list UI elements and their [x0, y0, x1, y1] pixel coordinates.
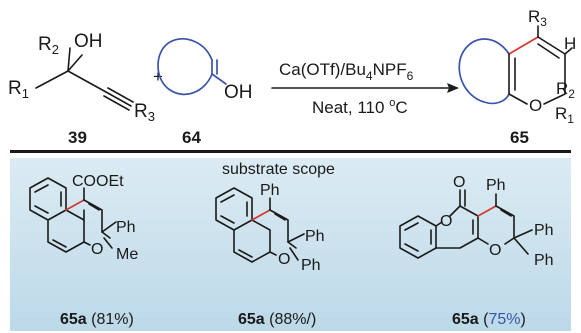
product-65-r2-label: R2	[556, 79, 575, 101]
reactant-64-oh-label: OH	[224, 82, 253, 103]
scope-compound-3: O O O Ph Ph Ph 65a (75%)	[399, 174, 554, 328]
scheme-separator	[10, 150, 571, 153]
scope-compound-2: Ph Ph Ph O 65a (88%/)	[215, 182, 325, 328]
scope-1-o-label: O	[91, 241, 103, 258]
scope-3-ph-1-label: Ph	[534, 222, 554, 239]
scope-3-ph-2-label: Ph	[534, 252, 554, 269]
reactant-39-r1-label: R1	[8, 78, 29, 101]
reactant-39: R2 OH R1 R3 39	[8, 31, 155, 147]
scope-1-me-label: Me	[116, 246, 138, 263]
product-65-o-label: O	[529, 96, 542, 115]
reactant-39-r2-label: R2	[38, 34, 59, 57]
reactant-64-number: 64	[182, 128, 201, 147]
plus-sign: +	[153, 67, 163, 86]
scope-1-cooet-label: COOEt	[72, 173, 124, 190]
product-65-h-label: H	[564, 34, 576, 53]
scope-2-o-label: O	[278, 251, 290, 268]
scope-2-ph-top-label: Ph	[260, 182, 280, 199]
scope-2-ph-2-label: Ph	[301, 257, 321, 274]
scope-2-caption: 65a (88%/)	[238, 311, 316, 328]
product-65-number: 65	[510, 128, 529, 147]
scope-3-ring-o-label: O	[489, 242, 501, 259]
scope-3-carbonyl-o-label: O	[453, 174, 465, 191]
reactant-39-number: 39	[68, 128, 87, 147]
scope-3-lactone-o-label: O	[440, 213, 452, 230]
scope-1-caption: 65a (81%)	[60, 311, 134, 328]
reactant-64: OH 64	[157, 38, 253, 147]
reactant-39-oh-label: OH	[74, 31, 103, 52]
reactant-39-r3-label: R3	[134, 101, 155, 124]
product-65-r1-label: R1	[555, 104, 574, 126]
scope-compound-1: COOEt Ph Me O 65a (81%)	[29, 173, 138, 328]
scope-2-ph-1-label: Ph	[305, 228, 325, 245]
substrate-scope-panel: substrate scope COOEt Ph Me O 65a (81%)	[10, 158, 571, 331]
scope-3-caption: 65a (75%)	[452, 311, 526, 328]
reaction-row: R2 OH R1 R3 39 + OH 64 Ca(OTf)/Bu4NPF6 N…	[8, 7, 576, 147]
scope-1-ph-label: Ph	[116, 219, 136, 236]
conditions-reagents: Ca(OTf)/Bu4NPF6	[279, 60, 414, 83]
conditions-temperature: Neat, 110 oC	[312, 97, 408, 117]
product-65-r3-label: R3	[528, 7, 547, 29]
reaction-arrow: Ca(OTf)/Bu4NPF6 Neat, 110 oC	[271, 60, 459, 117]
scope-title: substrate scope	[222, 161, 335, 178]
product-65: R3 H O R2 R1 65	[458, 7, 576, 147]
scope-3-ph-top-label: Ph	[486, 177, 506, 194]
